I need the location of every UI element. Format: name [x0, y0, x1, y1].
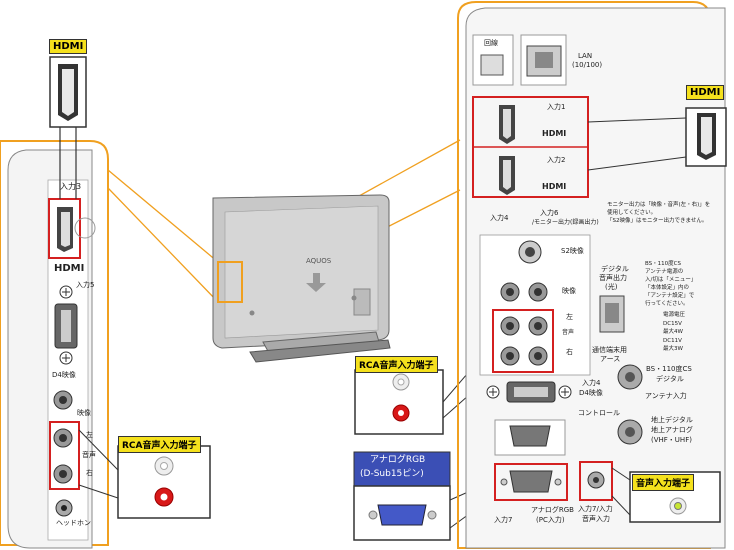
right-power-4: DC11V — [663, 338, 682, 344]
right-earth-label: アース — [600, 355, 621, 363]
right-digital-out-3: (光) — [605, 283, 618, 291]
right-power-3: 最大4W — [663, 329, 683, 335]
right-input1-label: 入力1 — [547, 103, 566, 111]
right-note-3: 「S2映像」はモニター出力できません。 — [607, 218, 708, 224]
right-bs-digital-1: BS・110度CS — [646, 365, 692, 373]
right-terrestrial-1: 地上デジタル — [651, 416, 693, 424]
right-input7-audio-1: 入力7/入力 — [578, 505, 613, 513]
right-bs-digital-2: デジタル — [656, 375, 684, 383]
left-left-label: 左 — [86, 431, 93, 439]
right-audio-label: 音声 — [562, 329, 575, 336]
right-power-2: DC15V — [663, 321, 682, 327]
right-input6-label: 入力6 — [540, 209, 559, 217]
right-input7-audio-2: 音声入力 — [582, 515, 610, 523]
analog-rgb-title-1: アナログRGB — [370, 455, 426, 465]
right-monitor-out-label: /モニター出力(録画出力) — [532, 219, 599, 226]
right-digital-out-1: デジタル — [601, 265, 629, 273]
right-input7-label: 入力7 — [494, 516, 513, 524]
right-input4-label: 入力4 — [490, 214, 509, 222]
right-terrestrial-2: 地上アナログ — [651, 426, 693, 434]
right-video-label: 映像 — [562, 287, 576, 295]
right-left-label: 左 — [566, 313, 573, 321]
left-hdmi-logo: HDMI — [54, 263, 85, 274]
right-terrestrial-3: (VHF・UHF) — [651, 436, 692, 444]
analog-rgb-port-box — [494, 463, 568, 501]
right-analog-pc-2: (PC入力) — [536, 516, 565, 524]
audio-input-port-box — [579, 461, 613, 501]
right-input4-d4-a: 入力4 — [582, 379, 601, 387]
hdmi-callout-left: HDMI — [49, 39, 88, 54]
left-d4-label: D4映像 — [52, 371, 76, 379]
right-bs-note-1: BS・110度CS — [645, 261, 681, 267]
right-lan-spec: (10/100) — [572, 61, 603, 69]
left-input5-label: 入力5 — [76, 281, 95, 289]
right-bs-note-5: 「アンテナ設定」で — [645, 293, 695, 299]
right-digital-out-2: 音声出力 — [599, 274, 627, 282]
tv-brand: AQUOS — [306, 257, 332, 265]
right-power-1: 電源電圧 — [663, 312, 686, 318]
right-note-2: 使用してください。 — [607, 210, 657, 216]
hdmi-port-input3 — [48, 198, 81, 259]
right-bs-note-4: 「本体設定」内の — [645, 285, 690, 291]
rca-callout-center: RCA音声入力端子 — [355, 356, 438, 373]
right-bs-note-6: 行ってください。 — [645, 301, 689, 307]
right-comm-label: 通信端末用 — [592, 346, 627, 354]
rca-callout-left: RCA音声入力端子 — [118, 436, 201, 453]
hdmi-callout-right: HDMI — [686, 85, 725, 100]
left-headphone-label: ヘッドホン — [56, 519, 91, 527]
right-hdmi2-logo: HDMI — [542, 182, 567, 191]
left-audio-label: 音声 — [82, 451, 96, 459]
rca-audio-left-box — [49, 421, 80, 490]
audio-input-callout: 音声入力端子 — [632, 474, 695, 491]
left-panel-frame — [0, 140, 109, 546]
right-line-label: 回線 — [484, 39, 498, 47]
right-lan-label: LAN — [578, 52, 593, 60]
right-analog-pc-1: アナログRGB — [531, 506, 574, 514]
left-video-label: 映像 — [77, 409, 91, 417]
right-bs-note-2: アンテナ電源の — [645, 269, 684, 275]
right-input4-d4-b: D4映像 — [579, 389, 603, 397]
right-right-label: 右 — [566, 348, 573, 356]
right-input2-label: 入力2 — [547, 156, 566, 164]
left-input3-label: 入力3 — [60, 182, 82, 191]
analog-rgb-title-2: (D-Sub15ピン) — [360, 469, 424, 479]
right-power-5: 最大3W — [663, 346, 683, 352]
right-hdmi1-logo: HDMI — [542, 129, 567, 138]
right-s2-label: S2映像 — [561, 247, 584, 255]
right-control-label: コントロール — [578, 409, 620, 417]
right-note-1: モニター出力は「映像・音声(左・右)」を — [607, 202, 711, 208]
left-right-label: 右 — [86, 469, 93, 477]
rca-audio-right-box — [492, 309, 554, 373]
right-bs-note-3: 入/切は「メニュー」 — [645, 277, 697, 283]
right-antenna-label: アンテナ入力 — [645, 392, 687, 400]
